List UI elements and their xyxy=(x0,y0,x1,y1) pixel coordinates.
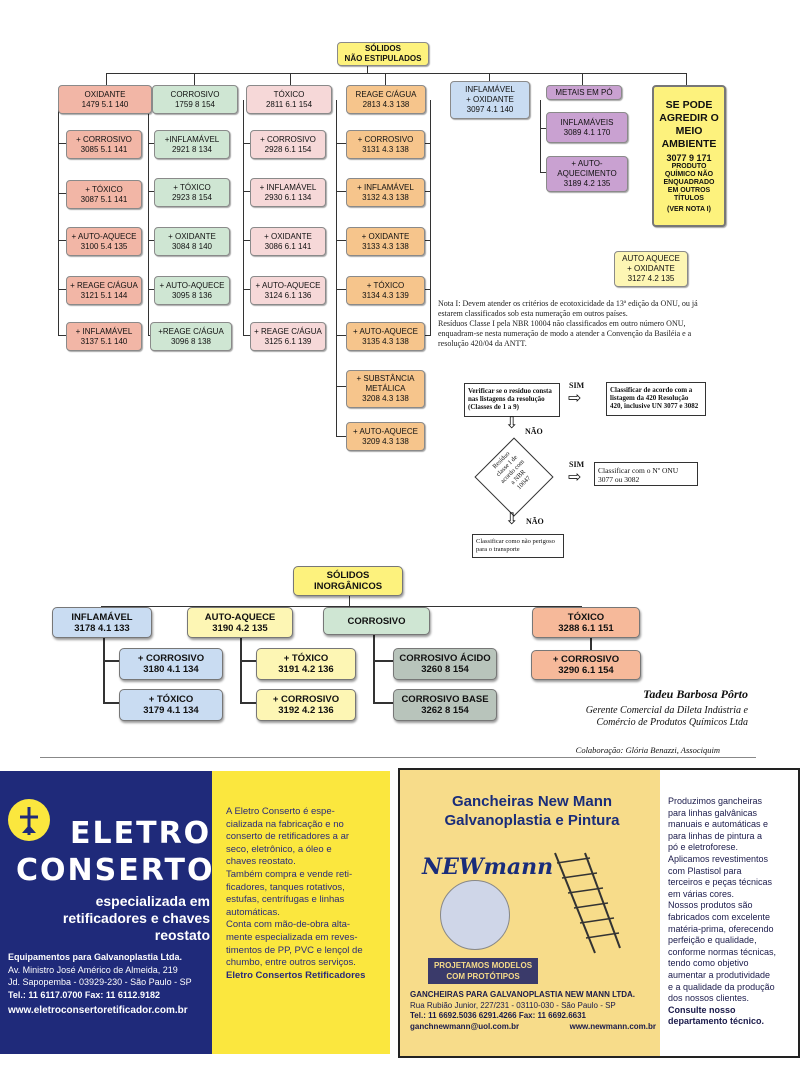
sim-label: SIM xyxy=(569,381,585,390)
arrow-down-icon: ⇩ xyxy=(505,511,519,528)
check-box: Verificar se o resíduo consta nas listag… xyxy=(464,383,560,417)
ad-eletro-yellow-panel xyxy=(212,771,390,1054)
ad-new-mann: Gancheiras New Mann Galvanoplastia e Pin… xyxy=(398,768,800,1058)
brand-eletro: ELETRO xyxy=(70,816,212,851)
newmann-contact: GANCHEIRAS PARA GALVANOPLASTIA NEW MANN … xyxy=(410,990,656,1031)
newmann-text-panel xyxy=(660,770,798,1056)
newmann-title: Gancheiras New Mann Galvanoplastia e Pin… xyxy=(444,793,620,829)
arrow-right-icon: ⇨ xyxy=(568,390,582,407)
eletro-tagline: especializada em retificadores e chaves … xyxy=(62,893,210,943)
newmann-body-text: Produzimos gancheiras para linhas galvân… xyxy=(668,796,777,1027)
nao-label-2: NÃO xyxy=(526,517,544,526)
eletro-body-text: A Eletro Conserto é espe- cializada na f… xyxy=(226,806,366,981)
brand-conserto: CONSERTO xyxy=(16,853,215,888)
classify-nao-perigoso-box: Classificar como não perigoso para o tra… xyxy=(472,534,564,558)
nota-i: Nota I: Devem atender os critérios de ec… xyxy=(438,299,698,348)
classify-onu-box: Classificar com o Nº ONU 3077 ou 3082 xyxy=(594,462,698,486)
collaboration: Colaboração: Glória Benazzi, Associquim xyxy=(575,745,720,755)
sim-label-2: SIM xyxy=(569,460,585,469)
diamond-decision: Resíduo classe I de acordo com a NBR 100… xyxy=(474,437,554,517)
newmann-url: www.newmann.com.br xyxy=(569,1021,656,1031)
arrow-down-icon: ⇩ xyxy=(505,415,519,432)
eletro-contact: Equipamentos para Galvanoplastia Ltda. A… xyxy=(8,952,192,1016)
newmann-logo: NEWmann xyxy=(422,854,554,880)
separator-line xyxy=(40,757,756,758)
author-name: Tadeu Barbosa Pôrto xyxy=(643,687,748,701)
meio-ambiente-box: SE PODE AGREDIR O MEIO AMBIENTE 3077 9 1… xyxy=(652,85,726,227)
eletro-logo-icon xyxy=(8,799,50,841)
nao-label: NÃO xyxy=(525,427,543,436)
rack-image xyxy=(545,848,625,958)
newmann-email: ganchnewmann@uol.com.br xyxy=(410,1021,520,1031)
author-role: Gerente Comercial da Dileta Indústria e … xyxy=(585,705,748,728)
ad-eletro-conserto: ELETRO CONSERTO especializada em retific… xyxy=(0,771,390,1054)
inorg-corrosivo-box: CORROSIVO xyxy=(323,607,430,635)
newmann-banner: PROJETAMOS MODELOS COM PROTÓTIPOS xyxy=(428,958,538,984)
arrow-right-icon: ⇨ xyxy=(568,469,582,486)
classify-listagem-box: Classificar de acordo com a listagem da … xyxy=(606,382,706,416)
metais-em-po-box: METAIS EM PÓ xyxy=(546,85,622,100)
hook-image xyxy=(440,880,510,950)
